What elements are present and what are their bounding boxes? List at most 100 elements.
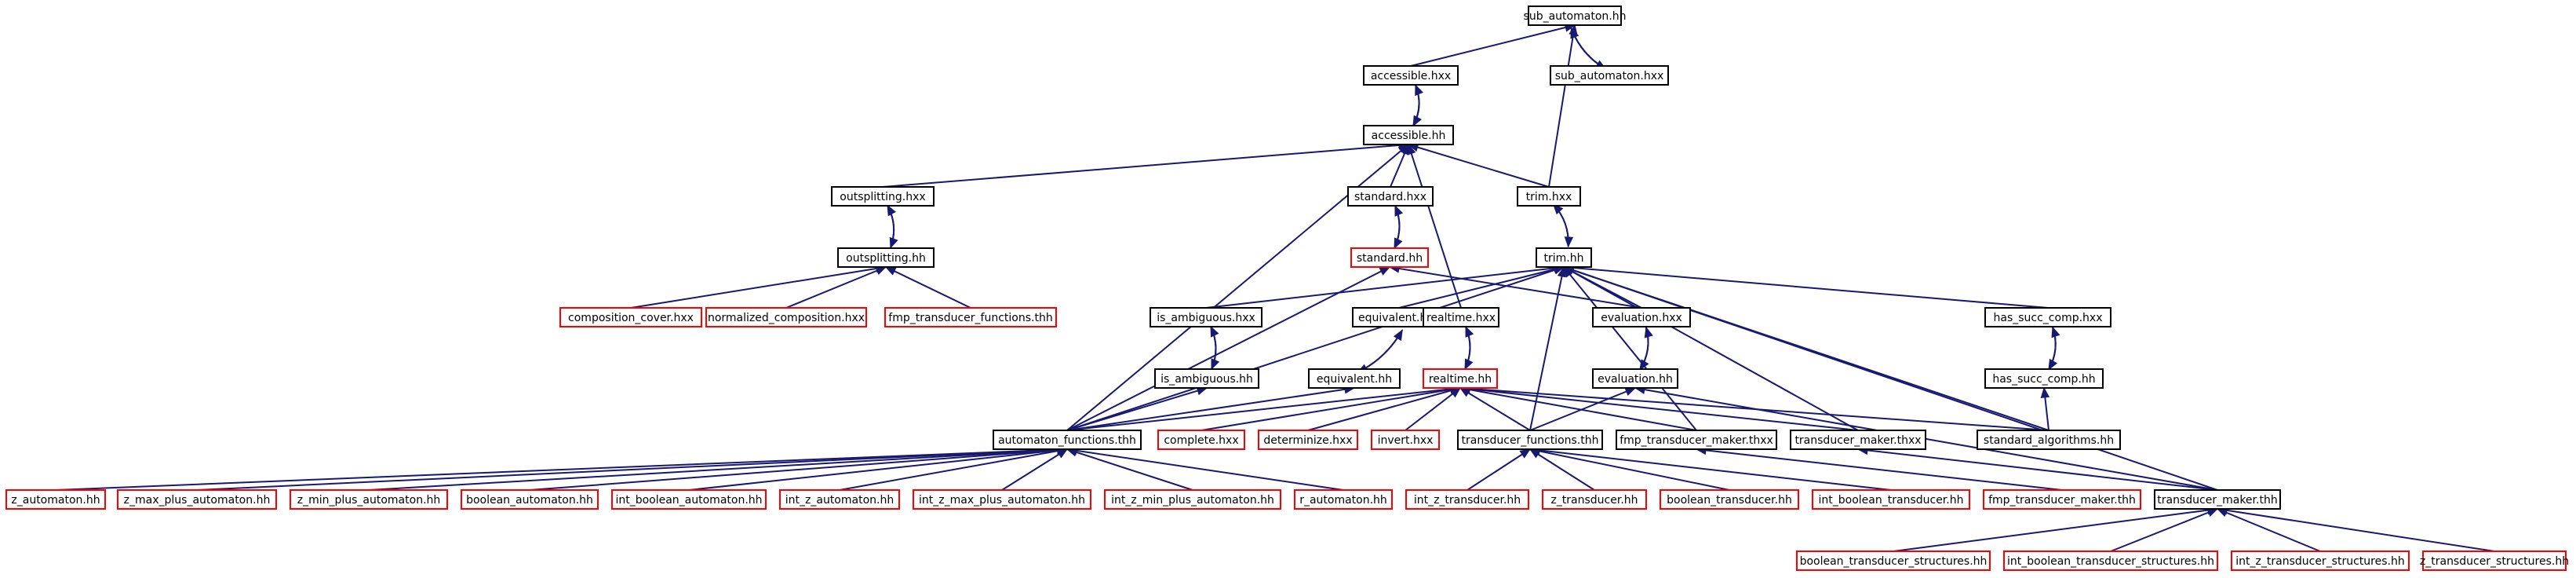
node-box bbox=[1592, 307, 1691, 327]
node-box bbox=[2422, 551, 2567, 571]
node-normalized-composition-hxx[interactable]: normalized_composition.hxx bbox=[705, 307, 867, 327]
node-label: standard.hh bbox=[1357, 252, 1423, 265]
node-accessible-hh[interactable]: accessible.hh bbox=[1363, 125, 1454, 145]
edge-automaton-functions-thh-to-is-ambiguous-hh bbox=[1066, 386, 1208, 431]
node-z-transducer-hh[interactable]: z_transducer.hh bbox=[1542, 489, 1647, 510]
edge-z-transducer-structures-hh-to-transducer-maker-thh bbox=[2216, 506, 2495, 552]
node-box bbox=[1984, 307, 2111, 327]
node-box bbox=[1542, 489, 1647, 510]
node-outsplitting-hh[interactable]: outsplitting.hh bbox=[837, 247, 935, 268]
node-box bbox=[831, 186, 935, 207]
node-int-z-max-plus-automaton-hh[interactable]: int_z_max_plus_automaton.hh bbox=[913, 489, 1091, 510]
node-determinize-hxx[interactable]: determinize.hxx bbox=[1258, 430, 1358, 450]
node-z-automaton-hh[interactable]: z_automaton.hh bbox=[5, 489, 106, 510]
node-box bbox=[117, 489, 277, 510]
node-box bbox=[1104, 489, 1281, 510]
node-box bbox=[1258, 430, 1358, 450]
node-box bbox=[461, 489, 599, 510]
node-invert-hxx[interactable]: invert.hxx bbox=[1371, 430, 1440, 450]
node-box bbox=[1984, 368, 2104, 389]
node-standard-hxx[interactable]: standard.hxx bbox=[1347, 186, 1434, 207]
node-int-boolean-automaton-hh[interactable]: int_boolean_automaton.hh bbox=[611, 489, 767, 510]
node-fmp-transducer-maker-thh[interactable]: fmp_transducer_maker.thh bbox=[1983, 489, 2141, 510]
edge-outsplitting-hxx-to-accessible-hh bbox=[882, 141, 1410, 188]
node-realtime-hxx[interactable]: realtime.hxx bbox=[1423, 307, 1499, 327]
node-sub-automaton-hh[interactable]: sub_automaton.hh bbox=[1524, 5, 1627, 26]
node-label: int_boolean_transducer.hh bbox=[1819, 494, 1964, 507]
node-label: trim.hh bbox=[1544, 252, 1584, 265]
edge-transducer-functions-thh-to-trim-hh bbox=[1529, 265, 1567, 431]
node-int-z-min-plus-automaton-hh[interactable]: int_z_min_plus_automaton.hh bbox=[1104, 489, 1281, 510]
edge-transducer-maker-thh-to-transducer-maker-thxx bbox=[1856, 445, 2218, 491]
node-realtime-hh[interactable]: realtime.hh bbox=[1423, 368, 1498, 389]
node-label: determinize.hxx bbox=[1263, 434, 1352, 447]
node-evaluation-hh[interactable]: evaluation.hh bbox=[1592, 368, 1678, 389]
node-transducer-maker-thh[interactable]: transducer_maker.thh bbox=[2154, 489, 2281, 510]
edge-normalized-composition-hxx-to-outsplitting-hh bbox=[785, 266, 887, 309]
node-box bbox=[1528, 5, 1622, 26]
node-box bbox=[779, 489, 900, 510]
node-is-ambiguous-hxx[interactable]: is_ambiguous.hxx bbox=[1150, 307, 1262, 327]
edge-accessible-hxx-to-accessible-hh bbox=[1412, 84, 1422, 127]
node-fmp-transducer-maker-thxx[interactable]: fmp_transducer_maker.thxx bbox=[1616, 430, 1777, 450]
node-box bbox=[1150, 307, 1262, 327]
node-accessible-hxx[interactable]: accessible.hxx bbox=[1363, 65, 1459, 86]
node-has-succ-comp-hxx[interactable]: has_succ_comp.hxx bbox=[1984, 307, 2111, 327]
node-label: equivalent.hh bbox=[1317, 373, 1392, 386]
node-box bbox=[1423, 368, 1498, 389]
node-evaluation-hxx[interactable]: evaluation.hxx bbox=[1592, 307, 1691, 327]
node-is-ambiguous-hh[interactable]: is_ambiguous.hh bbox=[1154, 368, 1259, 389]
node-box bbox=[1457, 430, 1603, 450]
edge-automaton-functions-thh-to-realtime-hh bbox=[1066, 384, 1462, 431]
node-trim-hxx[interactable]: trim.hxx bbox=[1517, 186, 1581, 207]
node-label: realtime.hxx bbox=[1426, 312, 1496, 324]
node-box bbox=[993, 430, 1142, 450]
node-box bbox=[1157, 430, 1245, 450]
node-transducer-maker-thxx[interactable]: transducer_maker.thxx bbox=[1790, 430, 1926, 450]
node-label: evaluation.hxx bbox=[1601, 312, 1682, 324]
node-box bbox=[2231, 551, 2410, 571]
node-box bbox=[1812, 489, 1970, 510]
node-r-automaton-hh[interactable]: r_automaton.hh bbox=[1294, 489, 1393, 510]
node-boolean-transducer-structures-hh[interactable]: boolean_transducer_structures.hh bbox=[1796, 551, 1991, 571]
node-z-transducer-structures-hh[interactable]: z_transducer_structures.hh bbox=[2420, 551, 2569, 571]
node-z-max-plus-automaton-hh[interactable]: z_max_plus_automaton.hh bbox=[117, 489, 277, 510]
node-boolean-transducer-hh[interactable]: boolean_transducer.hh bbox=[1660, 489, 1799, 510]
node-box bbox=[1592, 368, 1678, 389]
node-label: composition_cover.hxx bbox=[568, 312, 694, 324]
node-box bbox=[1350, 247, 1429, 268]
edge-int-z-transducer-structures-hh-to-transducer-maker-thh bbox=[2216, 508, 2321, 552]
node-label: transducer_maker.thh bbox=[2157, 494, 2277, 507]
node-z-min-plus-automaton-hh[interactable]: z_min_plus_automaton.hh bbox=[290, 489, 448, 510]
node-complete-hxx[interactable]: complete.hxx bbox=[1157, 430, 1245, 450]
node-automaton-functions-thh[interactable]: automaton_functions.thh bbox=[993, 430, 1142, 450]
node-box bbox=[559, 307, 702, 327]
node-int-boolean-transducer-hh[interactable]: int_boolean_transducer.hh bbox=[1812, 489, 1970, 510]
node-label: normalized_composition.hxx bbox=[708, 312, 865, 324]
node-box bbox=[1308, 368, 1401, 389]
node-int-z-transducer-hh[interactable]: int_z_transducer.hh bbox=[1405, 489, 1529, 510]
node-has-succ-comp-hh[interactable]: has_succ_comp.hh bbox=[1984, 368, 2104, 389]
node-standard-hh[interactable]: standard.hh bbox=[1350, 247, 1429, 268]
node-box bbox=[837, 247, 935, 268]
node-trim-hh[interactable]: trim.hh bbox=[1536, 247, 1592, 268]
node-int-z-automaton-hh[interactable]: int_z_automaton.hh bbox=[779, 489, 900, 510]
node-int-z-transducer-structures-hh[interactable]: int_z_transducer_structures.hh bbox=[2231, 551, 2410, 571]
node-box bbox=[1363, 125, 1454, 145]
edge-standard-hxx-to-standard-hh bbox=[1394, 205, 1403, 250]
node-transducer-functions-thh[interactable]: transducer_functions.thh bbox=[1457, 430, 1603, 450]
node-fmp-transducer-functions-thh[interactable]: fmp_transducer_functions.thh bbox=[884, 307, 1057, 327]
node-sub-automaton-hxx[interactable]: sub_automaton.hxx bbox=[1550, 65, 1669, 86]
node-standard-algorithms-hh[interactable]: standard_algorithms.hh bbox=[1977, 430, 2121, 450]
node-outsplitting-hxx[interactable]: outsplitting.hxx bbox=[831, 186, 935, 207]
node-int-boolean-transducer-structures-hh[interactable]: int_boolean_transducer_structures.hh bbox=[2003, 551, 2218, 571]
node-label: transducer_functions.thh bbox=[1462, 434, 1599, 447]
node-boolean-automaton-hh[interactable]: boolean_automaton.hh bbox=[461, 489, 599, 510]
node-label: equivalent.hxx bbox=[1358, 312, 1440, 324]
edge-r-automaton-hh-to-automaton-functions-thh bbox=[1066, 446, 1344, 491]
edge-trim-hxx-to-accessible-hh bbox=[1407, 143, 1550, 188]
edge-standard-algorithms-hh-to-trim-hh bbox=[1562, 265, 2050, 431]
node-equivalent-hh[interactable]: equivalent.hh bbox=[1308, 368, 1401, 389]
node-composition-cover-hxx[interactable]: composition_cover.hxx bbox=[559, 307, 702, 327]
edge-int-z-min-plus-automaton-hh-to-automaton-functions-thh bbox=[1066, 448, 1193, 491]
